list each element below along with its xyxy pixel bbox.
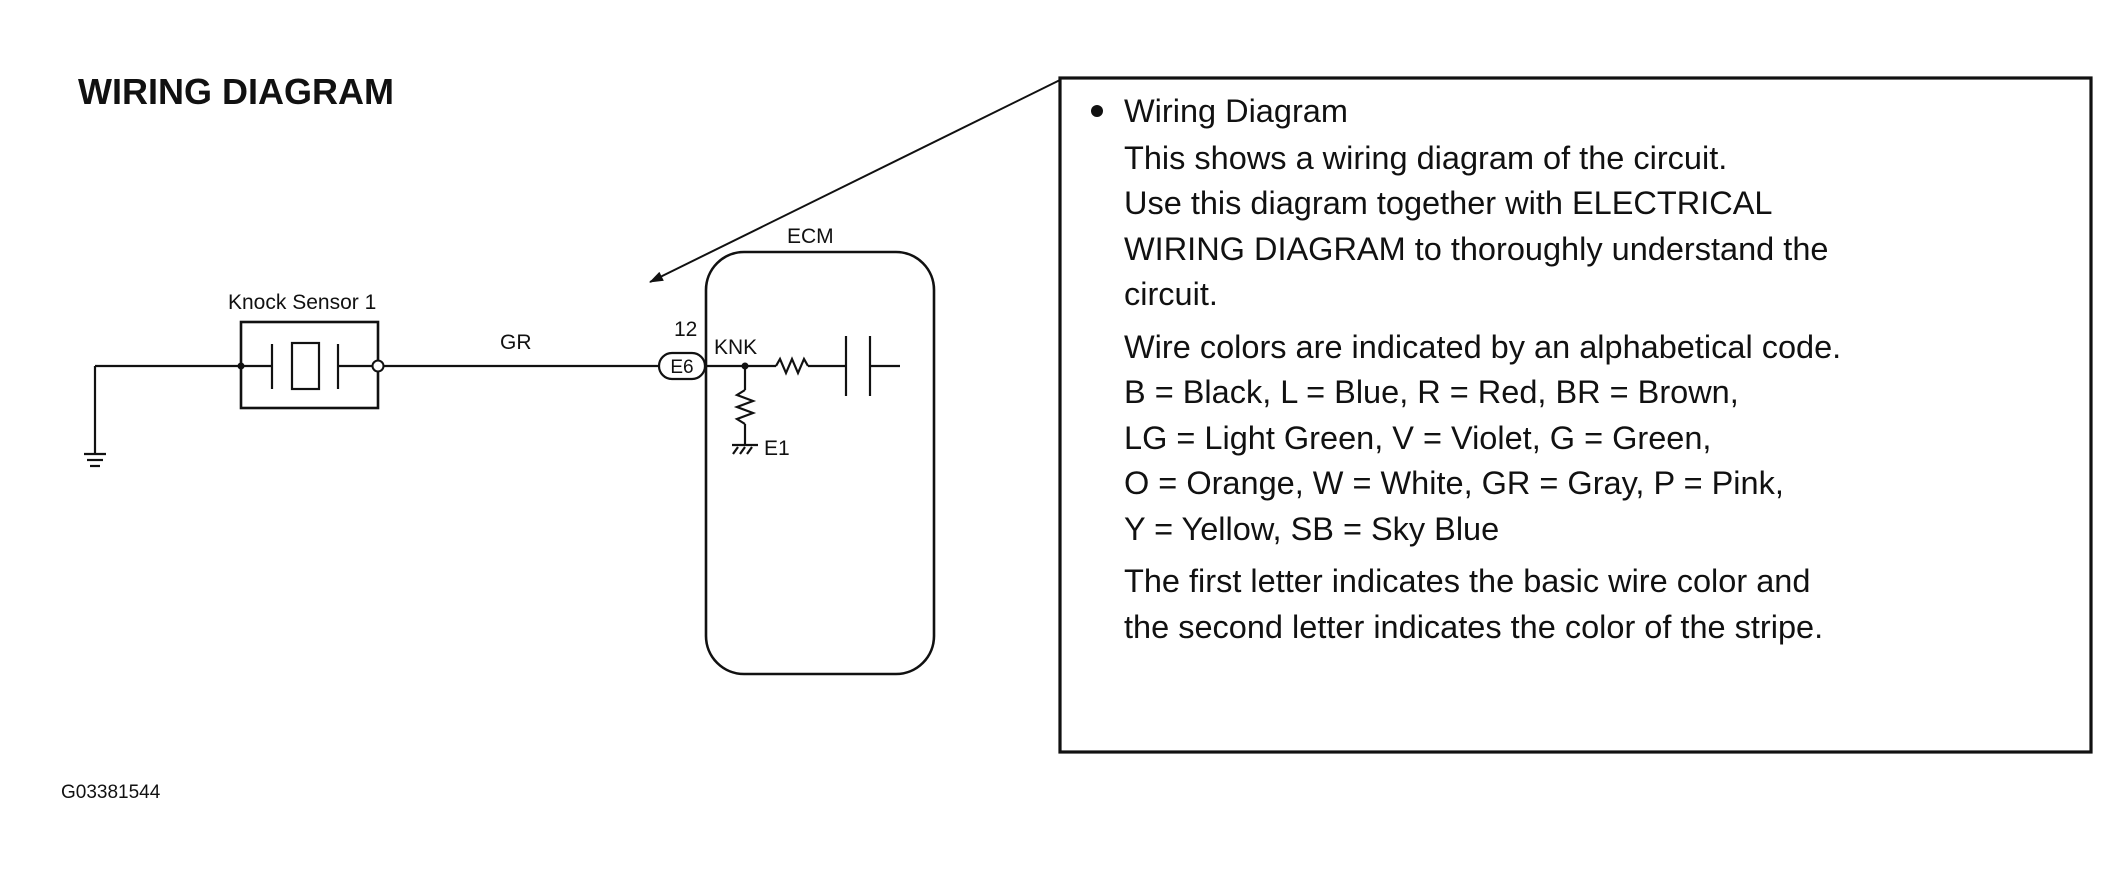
sensor-ground-symbol [84, 364, 241, 468]
signal-wire: GR [383, 331, 660, 368]
series-resistor [775, 356, 809, 376]
knock-sensor: Knock Sensor 1 [228, 291, 385, 410]
callout-line: Wire colors are indicated by an alphabet… [1124, 329, 1841, 365]
callout-title: Wiring Diagram [1124, 93, 1348, 129]
callout-line: O = Orange, W = White, GR = Gray, P = Pi… [1124, 465, 1784, 501]
ecm-block: ECM KNK E1 [704, 225, 936, 676]
callout-line: WIRING DIAGRAM to thoroughly understand … [1124, 231, 1828, 267]
callout-arrow [649, 79, 1061, 283]
page-heading: WIRING DIAGRAM [78, 71, 394, 112]
connector-e6: 12 E6 [657, 318, 707, 381]
connector-label: E6 [670, 357, 693, 378]
knock-sensor-label: Knock Sensor 1 [228, 291, 376, 314]
callout-line: LG = Light Green, V = Violet, G = Green, [1124, 420, 1711, 456]
callout-line: Y = Yellow, SB = Sky Blue [1124, 511, 1499, 547]
sensor-terminal [371, 359, 385, 373]
knk-terminal-label: KNK [714, 336, 757, 359]
ecm-label: ECM [787, 225, 834, 248]
bullet-icon [1091, 105, 1103, 117]
pulldown-resistor [733, 389, 757, 425]
wire-color-label: GR [500, 331, 532, 354]
ecm-box [704, 250, 936, 676]
e1-ground-label: E1 [764, 437, 790, 460]
callout-line: This shows a wiring diagram of the circu… [1124, 140, 1727, 176]
callout-line: The first letter indicates the basic wir… [1124, 563, 1810, 599]
pin-number-label: 12 [674, 318, 697, 341]
callout-line: the second letter indicates the color of… [1124, 609, 1823, 645]
callout-line: Use this diagram together with ELECTRICA… [1124, 185, 1772, 221]
figure-id: G03381544 [61, 782, 161, 803]
callout-line: circuit. [1124, 276, 1218, 312]
callout-box: Wiring Diagram This shows a wiring diagr… [1058, 76, 2093, 754]
callout-line: B = Black, L = Blue, R = Red, BR = Brown… [1124, 374, 1739, 410]
